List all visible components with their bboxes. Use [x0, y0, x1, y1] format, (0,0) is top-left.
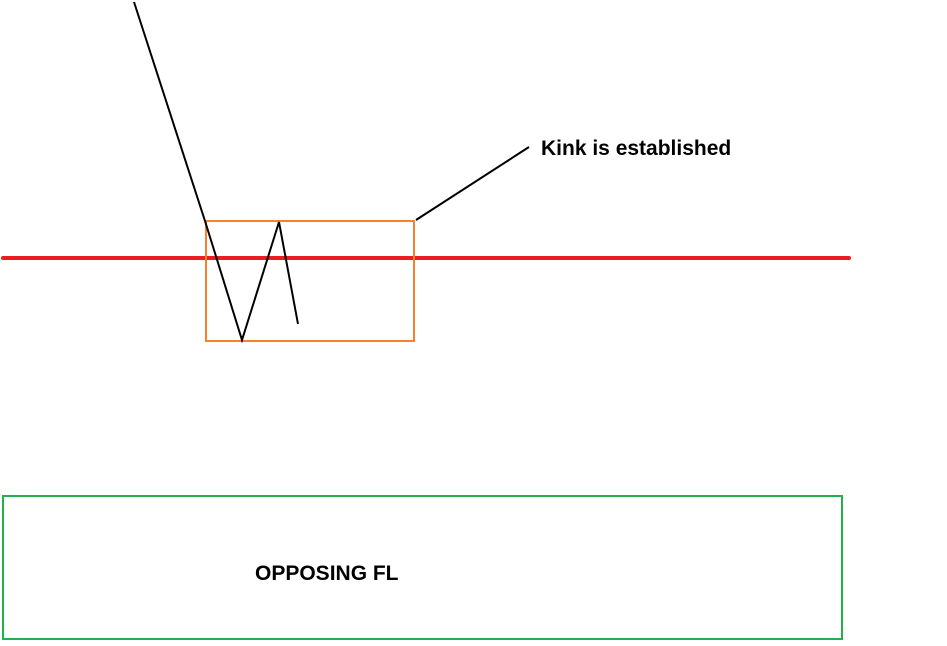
- opposing-fl-zone: [2, 495, 843, 640]
- callout-line: [415, 146, 530, 221]
- kink-label: Kink is established: [541, 137, 732, 160]
- kink-box: [205, 220, 415, 342]
- opposing-fl-label: OPPOSING FL: [255, 562, 399, 585]
- price-path: [133, 1, 299, 344]
